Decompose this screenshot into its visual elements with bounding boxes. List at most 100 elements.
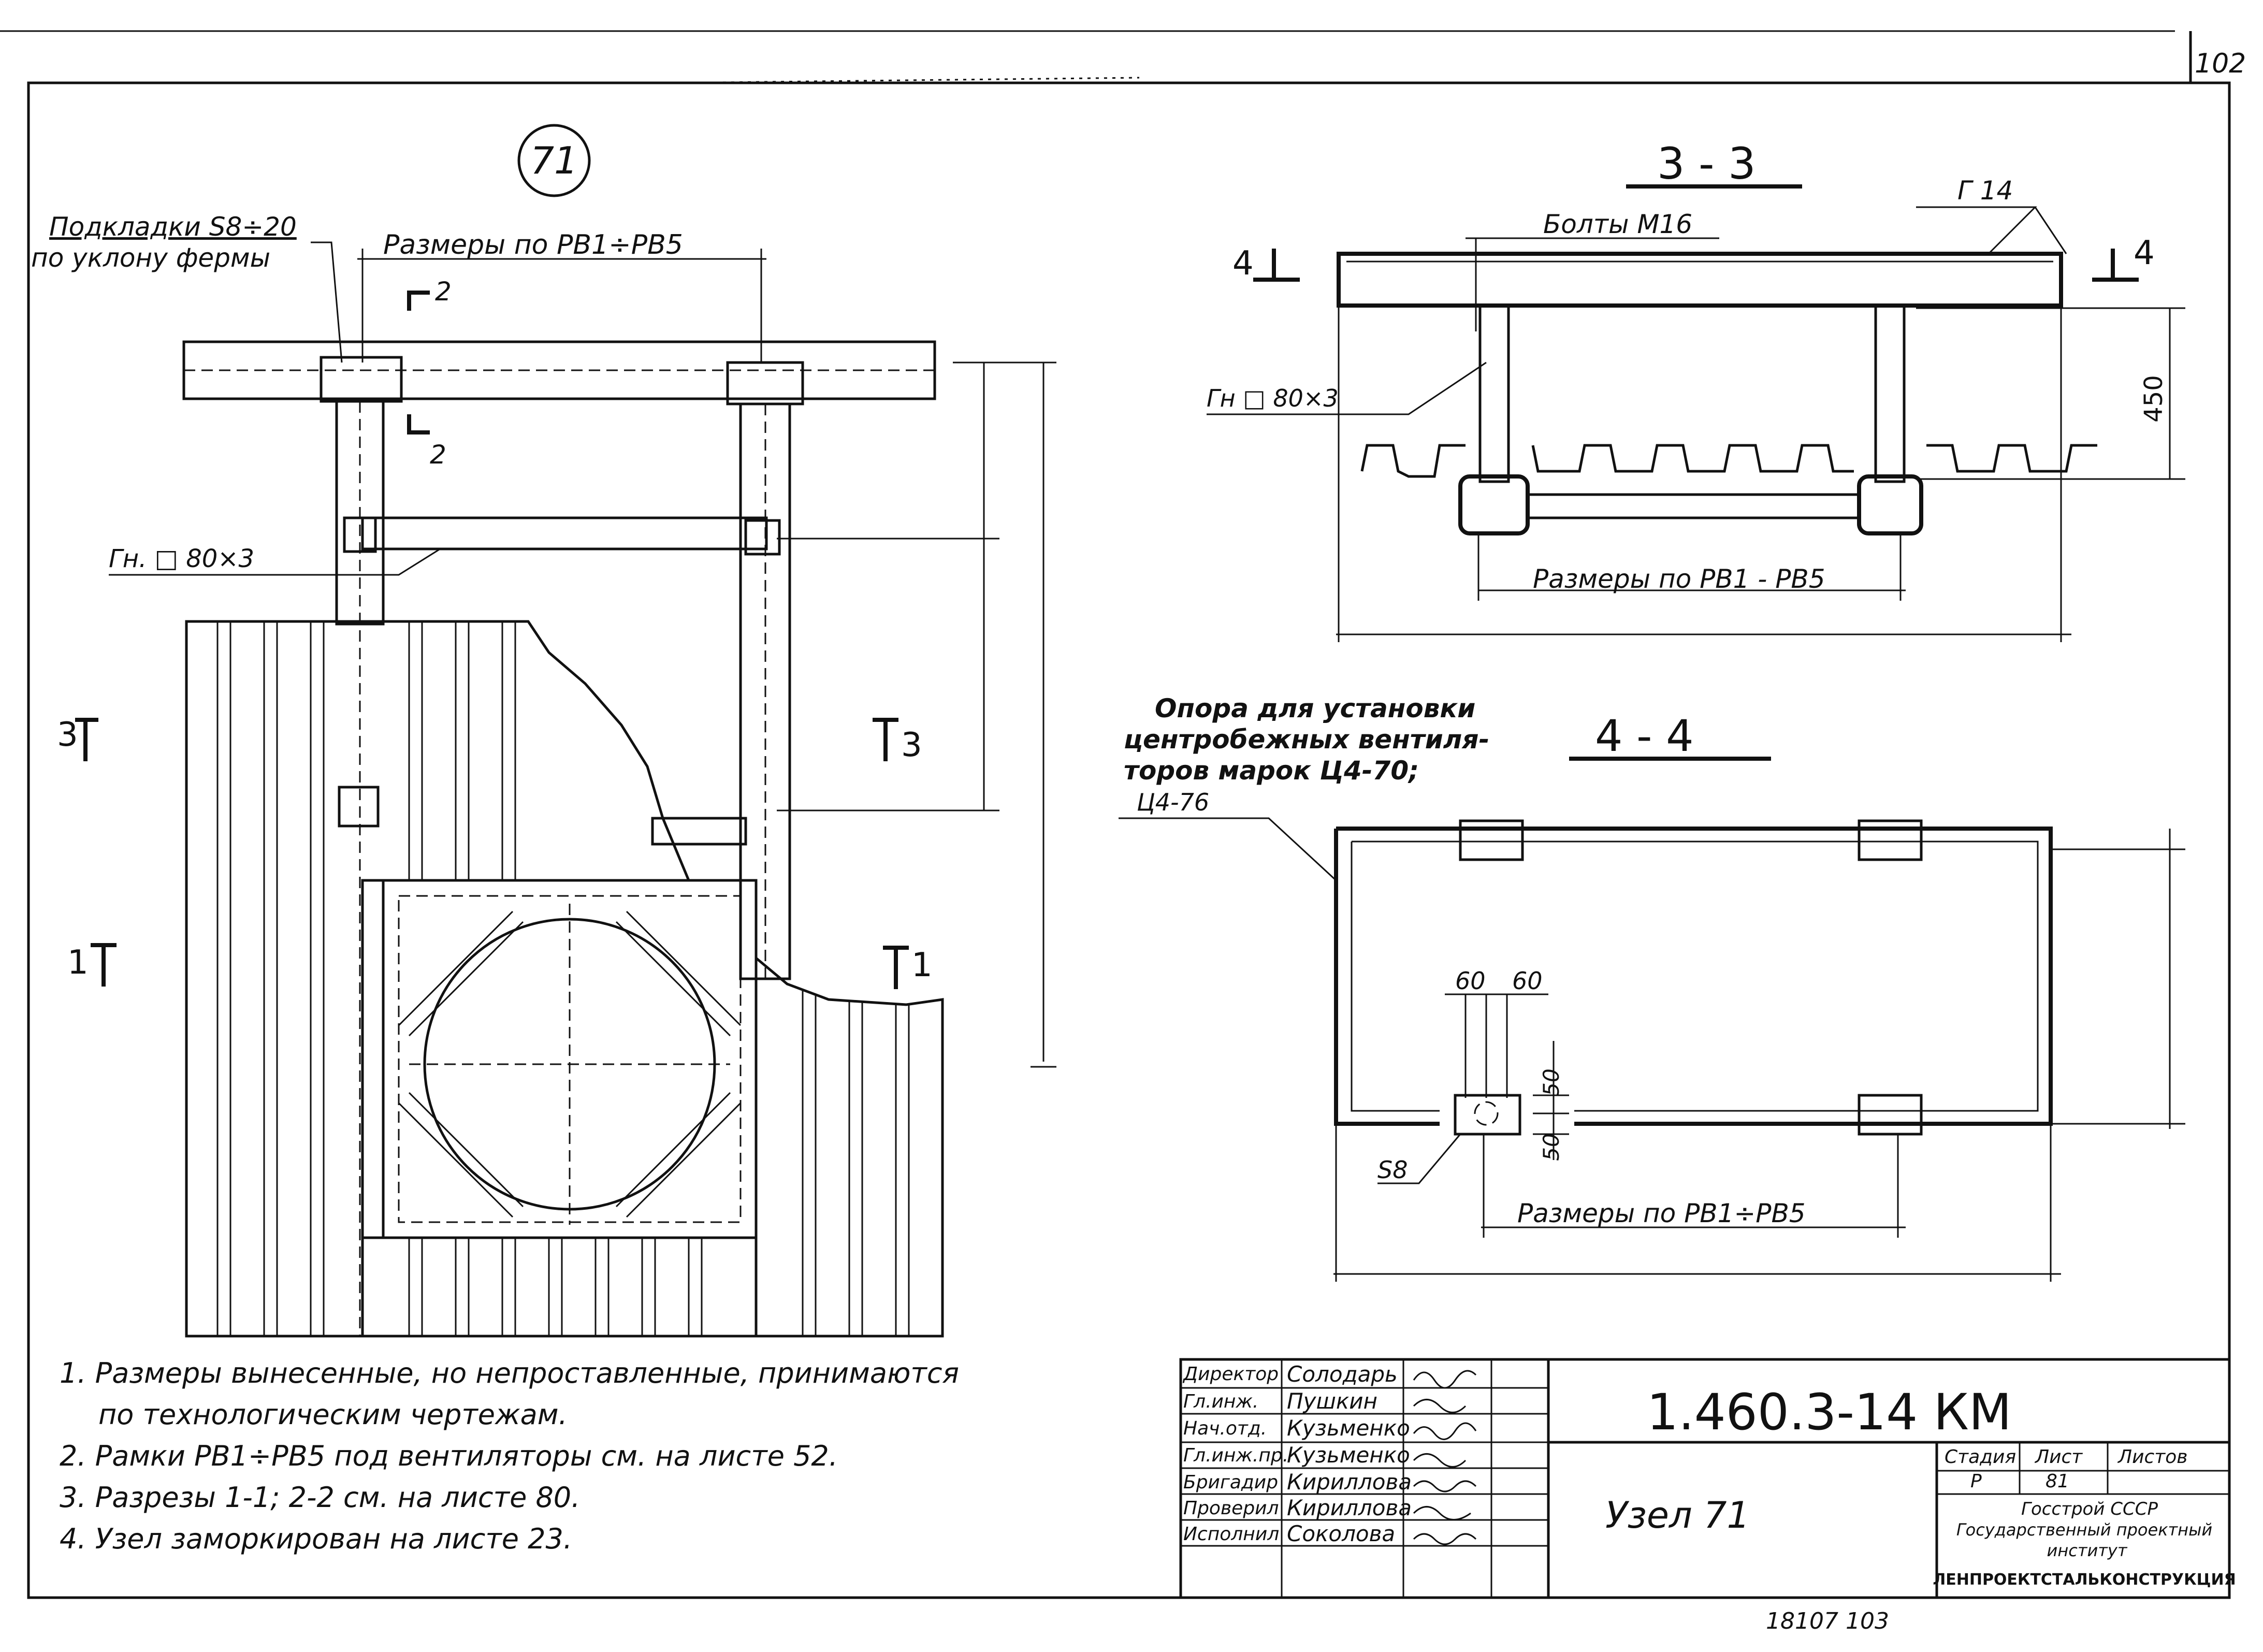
section-3-right: 3 bbox=[901, 726, 922, 764]
section-2-bottom: 2 bbox=[430, 440, 446, 470]
view-3-3: 3 - 3 4 4 Болты М16 Г 14 Гн □ 80×3 450 bbox=[1207, 138, 2185, 642]
fan-corner-stiffeners bbox=[398, 910, 742, 1218]
shim-plate-left bbox=[320, 356, 403, 403]
support-desc-4: Ц4-76 bbox=[1137, 788, 1209, 816]
section-1-right: 1 bbox=[911, 946, 933, 984]
bottom-number: 18107 103 bbox=[1766, 1608, 1889, 1634]
node-circle bbox=[517, 124, 591, 197]
post-base-right-33 bbox=[1857, 474, 1923, 535]
tb-role-2: Гл.инж. bbox=[1183, 1391, 1258, 1412]
s8-label: S8 bbox=[1377, 1156, 1408, 1184]
cross-pipe bbox=[361, 516, 768, 550]
tb-org-1: Госстрой СССР bbox=[2021, 1499, 2158, 1519]
section-3-left: 3 bbox=[57, 716, 78, 754]
pipe-label: Гн. □ 80×3 bbox=[109, 544, 254, 573]
tb-name-3: Кузьменко bbox=[1287, 1415, 1410, 1441]
tb-code: 1.460.3-14 КМ bbox=[1647, 1383, 2012, 1441]
support-desc-3: торов марок Ц4-70; bbox=[1124, 756, 1419, 786]
note-4: 4. Узел заморкирован на листе 23. bbox=[60, 1523, 572, 1555]
post-base-left-33 bbox=[1458, 474, 1530, 535]
dims-label-33: Размеры по РВ1 - РВ5 bbox=[1533, 564, 1825, 594]
bolt-hole bbox=[1474, 1101, 1499, 1126]
corner-number: 102 bbox=[2195, 48, 2246, 79]
roof-deck-ribs-right bbox=[802, 989, 910, 1336]
deck-pipe-stub bbox=[651, 817, 747, 846]
plate-top-left bbox=[1459, 819, 1524, 861]
s8-leader bbox=[1377, 1134, 1461, 1184]
tb-role-3: Нач.отд. bbox=[1183, 1418, 1267, 1439]
dim-50-b: 50 bbox=[1539, 1133, 1564, 1161]
tb-sheet-title: Узел 71 bbox=[1605, 1494, 1750, 1537]
deck-node bbox=[338, 786, 380, 828]
top-dotted-line bbox=[673, 77, 1140, 84]
shims-leader bbox=[311, 241, 343, 363]
fan-frame bbox=[382, 879, 758, 1239]
tb-role-6: Проверил bbox=[1183, 1498, 1279, 1519]
post-right-33 bbox=[1874, 304, 1906, 483]
roof-deck-bottom bbox=[361, 1236, 758, 1338]
cut-4-right: 4 bbox=[2134, 234, 2155, 272]
plate-leader bbox=[1916, 206, 2037, 255]
note-2: 2. Рамки РВ1÷РВ5 под вентиляторы см. на … bbox=[60, 1440, 838, 1472]
tb-stage-header: Стадия bbox=[1945, 1446, 2016, 1468]
tb-name-6: Кириллова bbox=[1287, 1495, 1412, 1520]
view-3-3-title: 3 - 3 bbox=[1657, 138, 1756, 189]
pipe-leader bbox=[109, 548, 441, 576]
title-block-frame bbox=[1179, 1358, 2231, 1599]
section-2-top: 2 bbox=[435, 277, 452, 307]
note-1: 1. Размеры вынесенные, но непроставленны… bbox=[60, 1357, 959, 1389]
support-leader bbox=[1119, 817, 1337, 881]
plate-leader-2 bbox=[2034, 207, 2067, 254]
support-frame-inner bbox=[1351, 841, 2039, 1112]
section-1-left: 1 bbox=[67, 944, 89, 982]
support-desc-1: Опора для установки bbox=[1155, 693, 1475, 723]
roof-deck-right bbox=[755, 955, 944, 1338]
cut-4-left: 4 bbox=[1232, 244, 1254, 283]
tb-name-4: Кузьменко bbox=[1287, 1442, 1410, 1468]
tb-org-4: ЛЕНПРОЕКТСТАЛЬКОНСТРУКЦИЯ bbox=[1933, 1571, 2236, 1589]
dim-50-a: 50 bbox=[1539, 1068, 1564, 1096]
dim-60-b: 60 bbox=[1512, 967, 1543, 995]
tb-name-5: Кириллова bbox=[1287, 1469, 1412, 1495]
tb-role-1: Директор bbox=[1182, 1364, 1279, 1385]
notes: 1. Размеры вынесенные, но непроставленны… bbox=[60, 1357, 959, 1555]
tb-role-4: Гл.инж.пр. bbox=[1183, 1445, 1288, 1466]
roof-deck-ribs-left bbox=[216, 621, 516, 1336]
bolts-label: Болты М16 bbox=[1543, 209, 1692, 239]
tb-sheet-header: Лист bbox=[2034, 1446, 2083, 1468]
tb-org-3: институт bbox=[2047, 1541, 2128, 1560]
tb-role-5: Бригадир bbox=[1183, 1472, 1278, 1493]
support-frame-outer bbox=[1334, 827, 2053, 1126]
truss-chord-section bbox=[1337, 252, 2063, 308]
dims-label-44: Размеры по РВ1÷РВ5 bbox=[1517, 1198, 1806, 1228]
pipe-node-right bbox=[744, 519, 781, 556]
plate-top-right bbox=[1858, 819, 1923, 861]
tb-org-2: Государственный проектный bbox=[1956, 1520, 2212, 1540]
pipe-label-33: Гн □ 80×3 bbox=[1207, 384, 1339, 412]
plate-bottom-right bbox=[1858, 1094, 1923, 1136]
shims-label-2: по уклону фермы bbox=[31, 243, 270, 273]
roof-deck-ribs-bottom bbox=[408, 1238, 703, 1336]
pipe-leader-33 bbox=[1207, 361, 1487, 415]
section-2-top-mark bbox=[407, 291, 430, 311]
bottom-beam-33 bbox=[1526, 493, 1861, 519]
dim-60-a: 60 bbox=[1455, 967, 1486, 995]
tb-name-2: Пушкин bbox=[1287, 1388, 1377, 1414]
note-1-cont: по технологическим чертежам. bbox=[98, 1398, 568, 1431]
view-4-4-title: 4 - 4 bbox=[1595, 711, 1694, 761]
section-2-bottom-mark bbox=[407, 414, 430, 434]
tb-name-7: Соколова bbox=[1287, 1521, 1395, 1546]
plan-dims-label: Размеры по РВ1÷РВ5 bbox=[383, 229, 683, 260]
tb-stage-value: Р bbox=[1970, 1471, 1982, 1492]
tb-signatures bbox=[1413, 1370, 1477, 1545]
sheet-frame bbox=[27, 81, 2231, 1599]
plate-label: Г 14 bbox=[1957, 176, 2013, 206]
plate-bottom-left bbox=[1454, 1094, 1521, 1136]
view-4-4: 4 - 4 Опора для установки центробежных в… bbox=[1119, 693, 2185, 1282]
tb-sheet-value: 81 bbox=[2046, 1471, 2069, 1492]
post-left-33 bbox=[1478, 304, 1510, 483]
support-desc-2: центробежных вентиля- bbox=[1124, 724, 1489, 755]
shims-label: Подкладки S8÷20 bbox=[49, 212, 297, 242]
plan-view: 71 Подкладки S8÷20 по уклону фермы Разме… bbox=[31, 124, 1056, 1338]
